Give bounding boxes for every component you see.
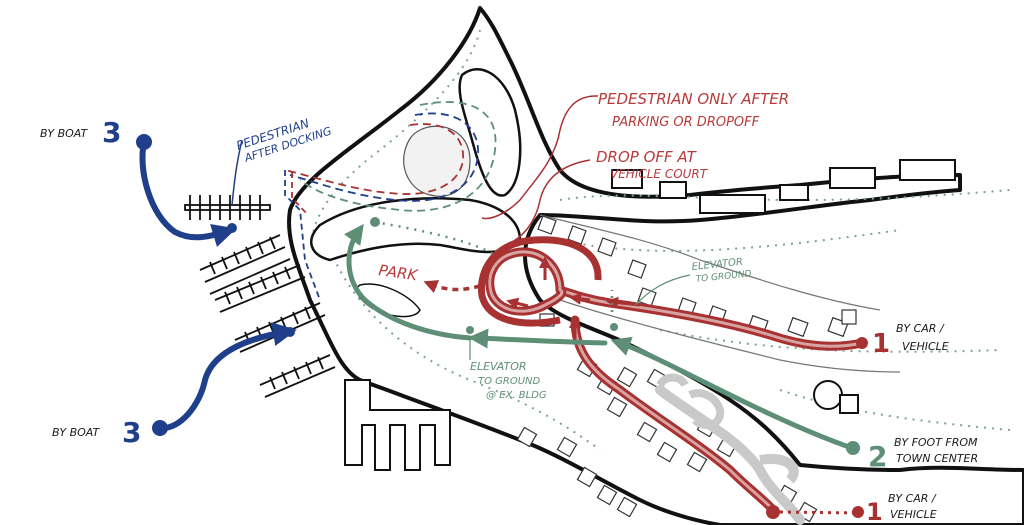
building: [830, 168, 875, 188]
vehicle-bottom-end-dot: [852, 506, 864, 518]
upper-dock-spine: [185, 205, 270, 210]
boat-route-bottom: [160, 332, 285, 428]
vehicle-origin-dot-bottom: [766, 505, 780, 519]
boat-origin-dot-bottom: [152, 420, 168, 436]
lot: [617, 497, 636, 516]
building: [660, 182, 686, 198]
elevator-dot-left: [466, 326, 474, 334]
pedestrian-only-label-2: PARKING OR DROPOFF: [612, 115, 760, 130]
boat-origin-dot-top: [136, 134, 152, 150]
foot-label-2: TOWN CENTER: [896, 452, 978, 465]
boat-number-bottom: 3: [122, 416, 141, 449]
boat-dock-dot-top: [227, 223, 237, 233]
vehicle-arrow-2: [575, 298, 590, 300]
lot: [842, 310, 856, 324]
foot-number: 2: [868, 440, 887, 473]
elevator-left-label-1: ELEVATOR: [470, 360, 527, 373]
marina-dock-1: [200, 235, 290, 294]
foot-origin-dot: [846, 441, 860, 455]
vehicle-origin-dot-top: [856, 337, 868, 349]
car-top-label-1: BY CAR /: [896, 322, 945, 335]
lake-form: [404, 126, 470, 196]
elevator-left-label-2: TO GROUND: [478, 376, 541, 387]
lot: [598, 238, 616, 256]
roundabout-small: [814, 381, 842, 409]
by-boat-top-label: BY BOAT: [40, 127, 88, 140]
elevator-dot-right: [610, 323, 618, 331]
foot-label-1: BY FOOT FROM: [894, 436, 978, 449]
lot: [788, 318, 808, 337]
car-number-top: 1: [872, 329, 890, 359]
building: [900, 160, 955, 180]
car-number-bottom: 1: [866, 498, 883, 525]
lot: [628, 260, 646, 278]
building: [700, 195, 765, 213]
car-bottom-label-1: BY CAR /: [888, 492, 937, 505]
pedestrian-only-label-1: PEDESTRIAN ONLY AFTER: [598, 90, 789, 108]
drop-off-label-2: VEHICLE COURT: [610, 167, 709, 181]
boat-dock-dot-bottom: [285, 327, 295, 337]
elevator-left-label-3: @ EX. BLDG: [486, 390, 547, 401]
boat-route-top: [142, 142, 225, 237]
drop-off-label-1: DROP OFF AT: [596, 148, 698, 166]
boat-number-top: 3: [102, 116, 121, 149]
car-top-label-2: VEHICLE: [902, 340, 949, 353]
boat-routes: [136, 134, 295, 436]
square-building: [840, 395, 858, 413]
by-boat-bottom-label: BY BOAT: [52, 426, 100, 439]
building: [780, 185, 808, 200]
car-bottom-label-2: VEHICLE: [890, 508, 937, 521]
